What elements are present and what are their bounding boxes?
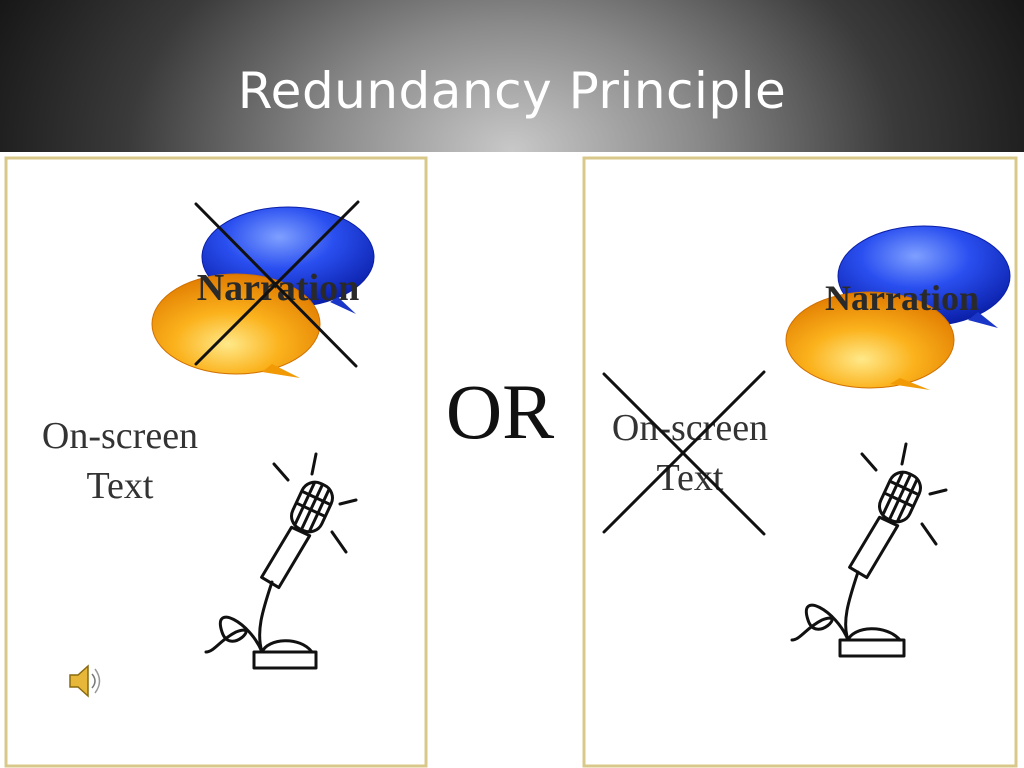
microphone-icon [790,442,948,658]
speech-bubble-icon [785,225,1011,390]
left-text-label-line2: Text [87,465,154,507]
microphone-icon [204,452,358,670]
slide-title: Redundancy Principle [237,62,787,120]
right-text-label-line2: Text [657,457,724,499]
redundancy-figure: Narration On-screen Text [0,152,1024,768]
right-narration-label: Narration [825,278,979,318]
or-separator: OR [446,368,554,455]
right-text-label-line1: On-screen [612,407,768,449]
cross-out-icon [602,370,766,536]
left-panel: Narration On-screen Text [4,156,428,768]
cross-out-icon [194,200,360,368]
right-panel: Narration On-screen Text [582,156,1018,768]
speaker-icon [69,664,101,698]
figure-canvas: Narration On-screen Text [4,156,1018,768]
left-text-label-line1: On-screen [42,415,198,457]
